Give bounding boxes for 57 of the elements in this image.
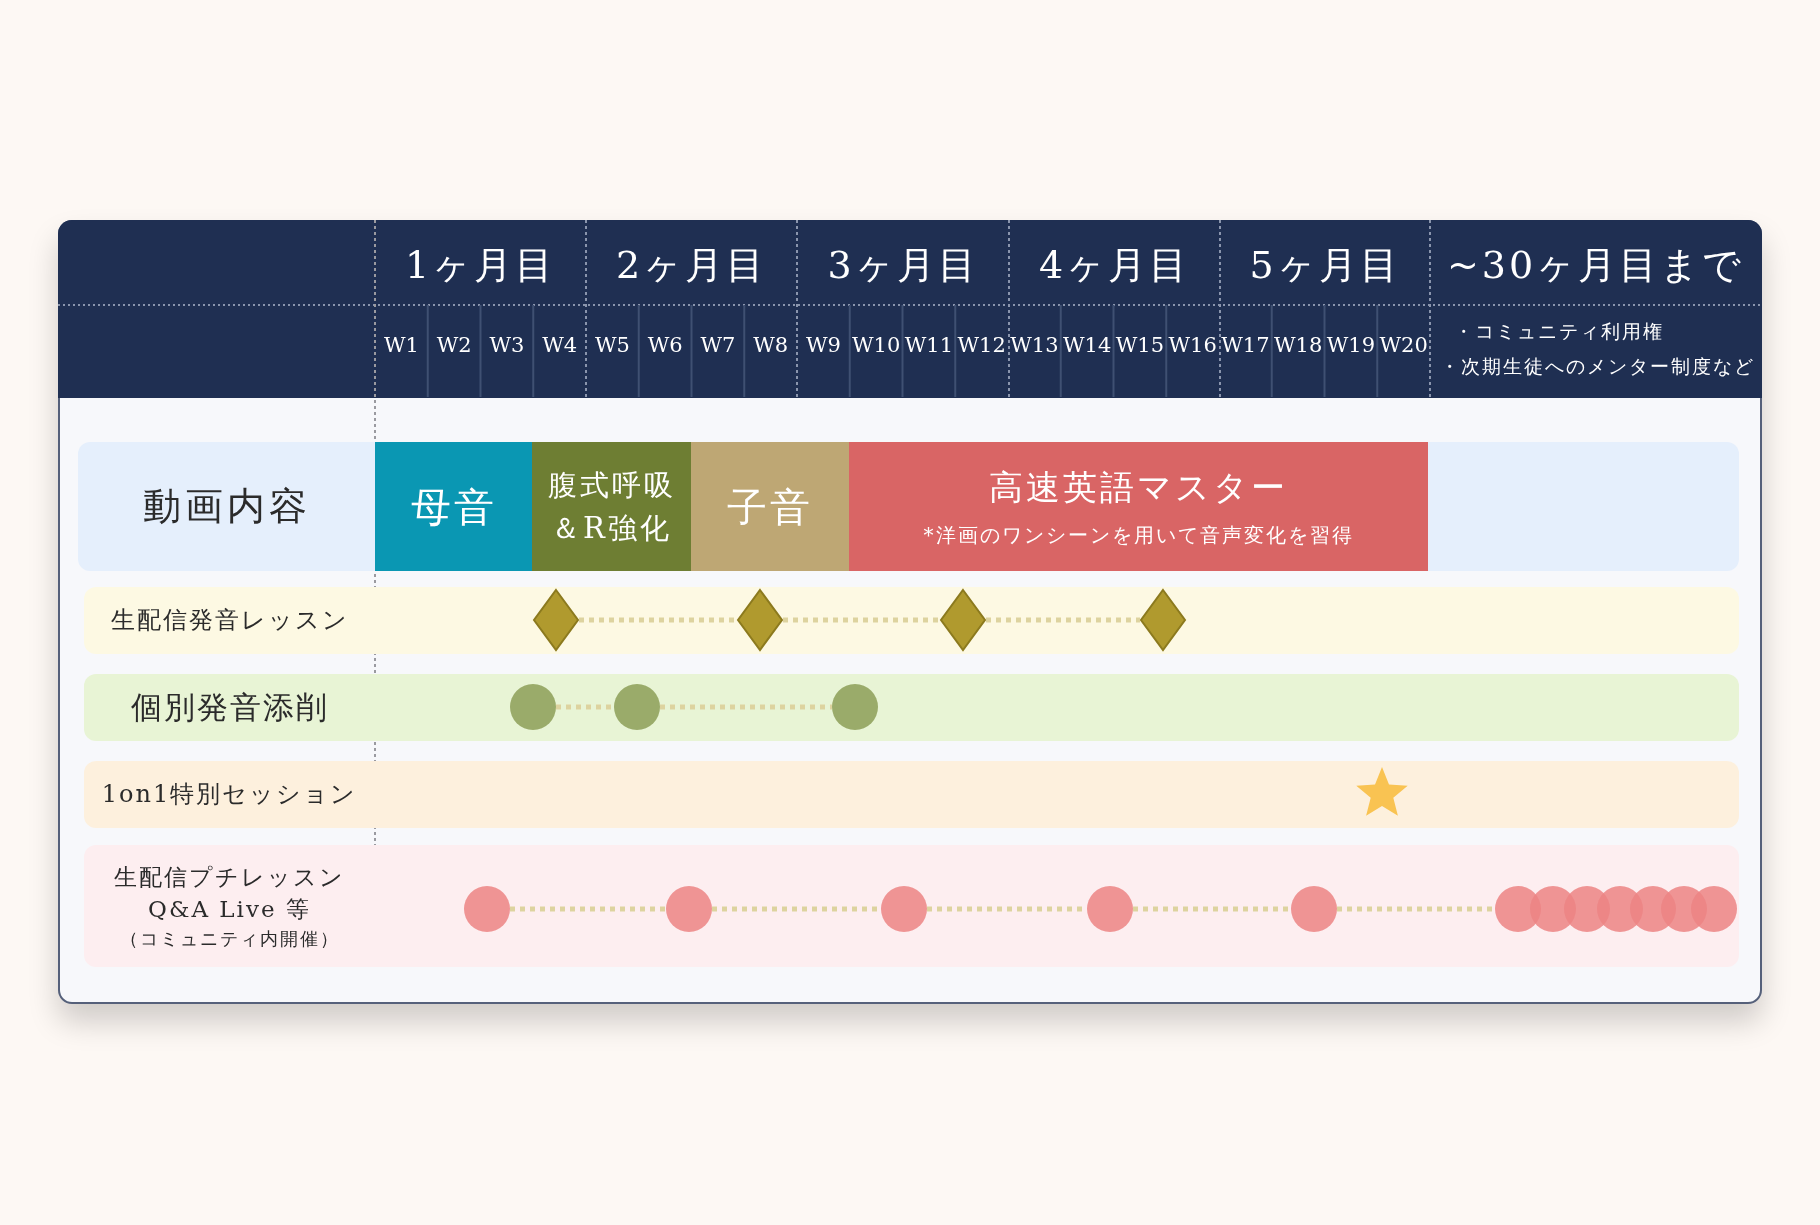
week-label: W4 — [541, 332, 579, 359]
week-label: W10 — [850, 332, 902, 359]
week-label: W15 — [1114, 332, 1166, 359]
row-band — [84, 587, 1739, 654]
month-heading: 3ヶ月目 — [826, 242, 980, 289]
phase-bar — [375, 442, 532, 571]
week-label: W7 — [699, 332, 737, 359]
week-label: W2 — [435, 332, 473, 359]
week-label: W19 — [1325, 332, 1377, 359]
row-label: 動画内容 — [142, 482, 311, 530]
note-text: ・コミュニティ利用権 — [1453, 319, 1665, 344]
week-label: W14 — [1061, 332, 1113, 359]
month-heading: 2ヶ月目 — [614, 242, 769, 289]
week-label: W13 — [1009, 332, 1060, 359]
dotted-connector — [1337, 906, 1495, 912]
week-label: W16 — [1167, 332, 1218, 359]
week-label: W11 — [903, 332, 955, 359]
dotted-connector — [660, 704, 832, 710]
phase-title: 腹式呼吸＆R強化 — [546, 467, 677, 547]
dotted-connector — [986, 617, 1140, 623]
note-text: ・次期生徒へのメンター制度など — [1440, 354, 1756, 379]
row-band — [78, 442, 1739, 571]
row-label: 生配信発音レッスン — [110, 604, 349, 636]
dotted-connector — [579, 617, 737, 623]
row-band — [84, 674, 1739, 741]
phase-bar — [532, 442, 691, 571]
month-heading: ~30ヶ月目まで — [1445, 242, 1746, 289]
phase-title: 子音 — [726, 482, 814, 532]
week-label: W1 — [382, 332, 420, 359]
dotted-connector — [1133, 906, 1291, 912]
week-label: W18 — [1272, 332, 1324, 359]
month-heading: 5ヶ月目 — [1248, 242, 1402, 289]
week-label: W9 — [804, 332, 842, 359]
row-band — [84, 845, 1739, 967]
row-label: 1on1特別セッション — [101, 778, 358, 810]
phase-note: *洋画のワンシーンを用いて音声変化を習得 — [922, 521, 1355, 549]
phase-bar — [849, 442, 1428, 571]
dotted-connector — [556, 704, 614, 710]
phase-bar — [691, 442, 849, 571]
row-label: Q&A Live 等 — [148, 895, 311, 925]
week-label: W17 — [1220, 332, 1271, 359]
row-label: （コミュニティ内開催） — [119, 926, 340, 951]
week-label: W12 — [956, 332, 1007, 359]
week-label: W3 — [488, 332, 526, 359]
row-label: 個別発音添削 — [130, 687, 329, 727]
row-band — [84, 761, 1739, 828]
row-label: 生配信プチレッスン — [114, 863, 345, 893]
dotted-connector — [783, 617, 940, 623]
week-label: W6 — [646, 332, 684, 359]
week-label: W5 — [593, 332, 631, 359]
phase-title: 母音 — [409, 482, 498, 532]
dotted-connector — [510, 906, 666, 912]
week-label: W8 — [752, 332, 790, 359]
month-heading: 1ヶ月目 — [403, 242, 558, 289]
phase-title: 高速英語マスター — [988, 466, 1289, 510]
week-label: W20 — [1378, 332, 1429, 359]
month-heading: 4ヶ月目 — [1037, 242, 1192, 289]
